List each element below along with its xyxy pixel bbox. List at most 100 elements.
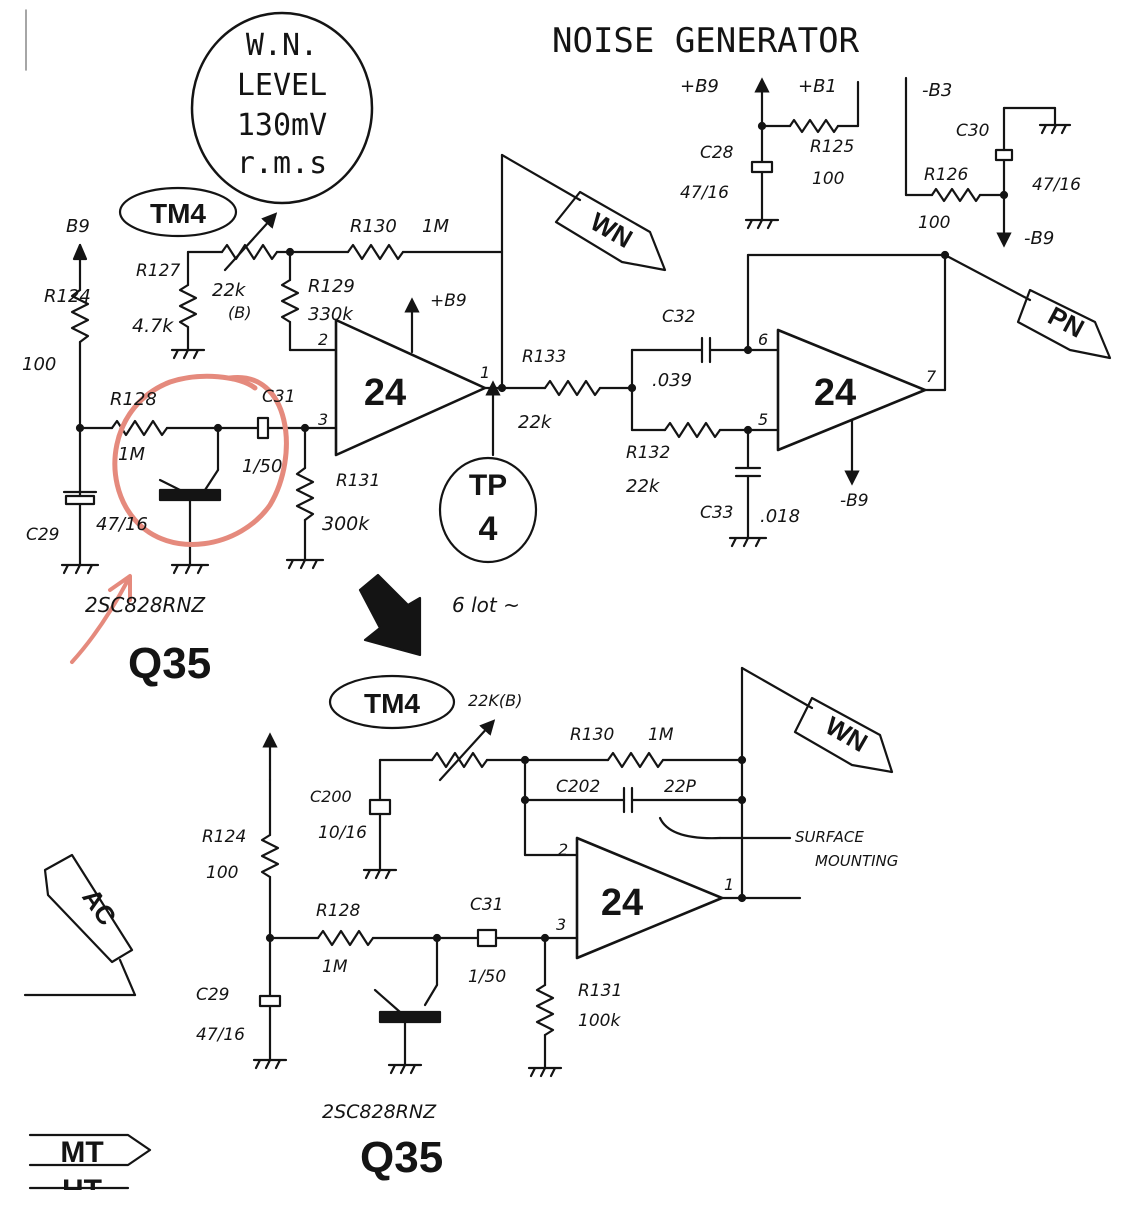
q35-label-bottom: Q35 [360, 1133, 443, 1182]
c28-value: 47/16 [680, 183, 729, 203]
opamp-2-pin6: 6 [758, 330, 768, 349]
r124-label: R124 [44, 286, 91, 307]
q35-transistor [158, 488, 222, 502]
r128-value: 1M [118, 444, 145, 465]
opamp-bottom-pin3: 3 [556, 915, 566, 934]
vr-value: 22k [212, 280, 247, 301]
r127-resistor [178, 283, 198, 329]
tm4-label-top: TM4 [150, 198, 206, 229]
pn-label-shape [1016, 288, 1112, 360]
wn-level-line3: 130mV [237, 108, 327, 143]
opamp-bottom-label: 24 [601, 882, 643, 924]
r126-value: 100 [918, 213, 950, 233]
r133-value: 22k [518, 412, 553, 433]
r124-value: 100 [22, 354, 56, 375]
opamp-1 [334, 318, 487, 457]
r129-value: 330k [308, 304, 354, 325]
r128-label-bottom: R128 [316, 901, 360, 921]
r124-label-bottom: R124 [202, 827, 246, 847]
r125-label: R125 [810, 137, 854, 157]
r127-value: 4.7k [132, 315, 174, 337]
c31-value: 1/50 [242, 456, 282, 477]
opamp-bottom [575, 836, 724, 960]
r132-value: 22k [626, 476, 661, 497]
r130-resistor [346, 243, 405, 261]
wn-level-line2: LEVEL [237, 68, 327, 103]
r126-resistor [930, 187, 982, 203]
c29-value-bottom: 47/16 [196, 1025, 245, 1045]
opamp-1-label: 24 [364, 372, 406, 414]
supply-nb3: -B3 [922, 80, 952, 101]
c33-label: C33 [700, 503, 734, 523]
b9-label: B9 [66, 216, 90, 237]
opamp-1-pin1: 1 [480, 363, 490, 382]
r124-resistor-bottom [260, 833, 280, 879]
tm4-label-bottom: TM4 [364, 688, 420, 719]
r130-value-bottom: 1M [648, 725, 674, 745]
r131-value: 300k [322, 513, 370, 535]
update-arrow [358, 573, 422, 657]
transistor-part-top: 2SC828RNZ [85, 593, 206, 617]
r128-value-bottom: 1M [322, 957, 348, 977]
r124-value-bottom: 100 [206, 863, 238, 883]
opamp-bottom-pin2: 2 [558, 840, 568, 859]
c200-value: 10/16 [318, 823, 367, 843]
r129-label: R129 [308, 276, 355, 297]
opamp-1-pin2: 2 [318, 330, 328, 349]
c31-label: C31 [262, 387, 296, 407]
mt-label: MT [60, 1136, 103, 1169]
tm4-oval-bottom [328, 674, 456, 730]
c29-value: 47/16 [96, 514, 148, 535]
r130-label-bottom: R130 [570, 725, 614, 745]
opamp-bottom-pin1: 1 [724, 875, 734, 894]
c202-label: C202 [556, 777, 600, 797]
mounting-label: MOUNTING [815, 852, 898, 870]
r130-label: R130 [350, 216, 397, 237]
opamp-1-supply: +B9 [430, 291, 467, 311]
lot-annotation: 6 lot ~ [452, 593, 520, 617]
wn-label-top: WN [585, 206, 638, 254]
opamp-2-label: 24 [814, 372, 856, 414]
vr-taper: (B) [228, 303, 251, 322]
ac-label-shape [43, 853, 134, 964]
r133-label: R133 [522, 347, 566, 367]
r131-label-bottom: R131 [578, 981, 622, 1001]
r131-label: R131 [336, 471, 380, 491]
r124-resistor [70, 288, 90, 344]
transistor-part-bottom: 2SC828RNZ [322, 1101, 437, 1123]
c202-value: 22P [664, 777, 697, 797]
q35-transistor-bottom [378, 1010, 442, 1024]
highlight-arrow [70, 574, 132, 664]
pn-label: PN [1043, 300, 1089, 343]
tp-label: TP [469, 469, 507, 502]
wn-level-circle [190, 11, 374, 205]
c200-label: C200 [310, 787, 352, 806]
r130-resistor-bottom [606, 751, 665, 769]
tp-number: 4 [479, 510, 498, 548]
surface-label: SURFACE [795, 828, 864, 846]
c32-label: C32 [662, 307, 696, 327]
q35-label-top: Q35 [128, 639, 211, 688]
vr-potentiometer-top [220, 243, 279, 261]
wn-level-line1: W.N. [246, 28, 318, 63]
r131-resistor-bottom [535, 983, 555, 1037]
c31-label-bottom: C31 [470, 895, 504, 915]
c28-label: C28 [700, 143, 734, 163]
r133-resistor [543, 379, 602, 397]
c29-label: C29 [26, 525, 60, 545]
mt-label-shape [28, 1133, 152, 1167]
wn-label-top-shape [554, 190, 667, 272]
c30-label: C30 [956, 121, 990, 141]
r128-label: R128 [110, 389, 157, 410]
r125-value: 100 [812, 169, 844, 189]
r129-resistor [280, 278, 300, 324]
opamp-2-pin5: 5 [758, 410, 768, 429]
c32-value: .039 [652, 370, 692, 391]
r125-resistor [788, 118, 840, 134]
wn-label-bottom-shape [793, 696, 894, 774]
r128-resistor [110, 419, 169, 437]
c33-value: .018 [760, 506, 800, 527]
r130-value: 1M [422, 216, 449, 237]
page-title: NOISE GENERATOR [552, 21, 860, 61]
